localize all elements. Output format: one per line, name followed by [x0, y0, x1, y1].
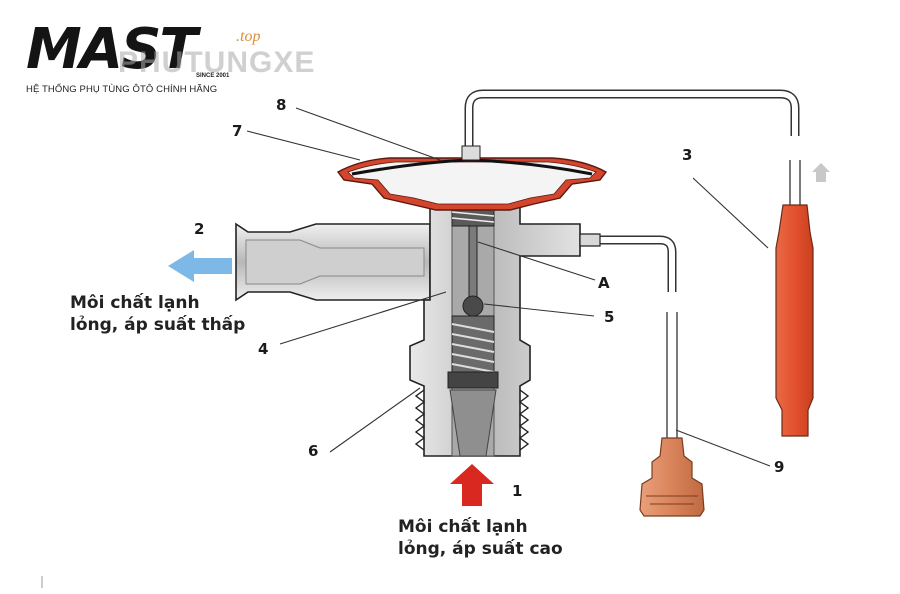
brand-logo: MAST PHUTUNGXE .top SINCE 2001 HỆ THỐNG … [26, 17, 314, 100]
logo-tld: .top [236, 28, 261, 45]
equalizer-tube [600, 235, 678, 438]
inlet-caption-line2: lỏng, áp suất cao [398, 539, 563, 559]
outlet-port [235, 222, 431, 302]
capillary-tube-bulb [464, 89, 801, 205]
label-3: 3 [682, 146, 693, 164]
label-5: 5 [604, 308, 615, 326]
push-rod [468, 225, 478, 307]
logo-tagline: HỆ THỐNG PHỤ TÙNG ÔTÔ CHÍNH HÃNG [26, 84, 218, 95]
label-2: 2 [194, 220, 205, 238]
label-9: 9 [774, 458, 785, 476]
label-7: 7 [232, 122, 243, 140]
label-4: 4 [258, 340, 269, 358]
label-6: 6 [308, 442, 319, 460]
inlet-caption: Môi chất lạnh lỏng, áp suất cao [398, 516, 563, 560]
logo-wordmark: MAST [26, 17, 198, 82]
outlet-caption: Môi chất lạnh lỏng, áp suất thấp [70, 292, 245, 336]
label-8: 8 [276, 96, 287, 114]
leader-lines [246, 107, 771, 467]
outlet-caption-line2: lỏng, áp suất thấp [70, 315, 246, 335]
label-1: 1 [512, 482, 523, 500]
inlet-caption-line1: Môi chất lạnh [398, 517, 528, 537]
outlet-caption-line1: Môi chất lạnh [70, 293, 200, 313]
superheat-spring [447, 315, 499, 389]
ball-valve [462, 295, 484, 317]
outlet-flow-arrow-icon [168, 250, 232, 282]
flare-fitting [639, 437, 705, 517]
label-a: A [598, 274, 610, 292]
logo-watermark: PHUTUNGXE [118, 46, 316, 79]
sensing-bulb [775, 204, 814, 437]
up-arrow-icon [812, 163, 830, 182]
valve-body [409, 205, 601, 457]
logo-since: SINCE 2001 [196, 73, 230, 79]
diaphragm-housing [336, 145, 608, 211]
inlet-flow-arrow-icon [450, 464, 494, 506]
